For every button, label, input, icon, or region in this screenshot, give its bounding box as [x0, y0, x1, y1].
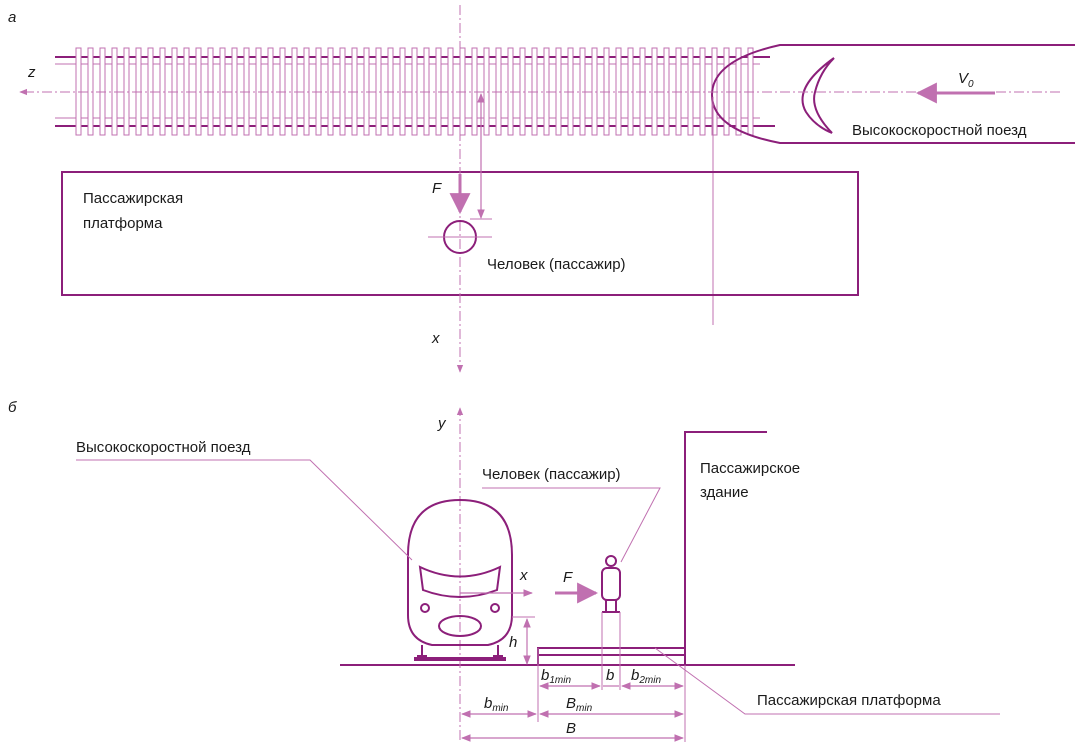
train-label-top: Высокоскоростной поезд: [852, 122, 1027, 139]
building-label-line1: Пассажирское: [700, 460, 800, 477]
train-label-side: Высокоскоростной поезд: [76, 439, 251, 456]
y-axis-label: y: [437, 415, 447, 432]
person-leader-line: [482, 487, 661, 563]
train-leader-line: [76, 459, 413, 561]
B-label: B: [566, 720, 576, 737]
x-axis-label-top: x: [431, 330, 440, 347]
b1min-label: b1min: [541, 667, 571, 686]
person-top-view: [428, 220, 492, 254]
b2min-label: b2min: [631, 667, 661, 686]
person-label-top: Человек (пассажир): [487, 256, 626, 273]
platform-label-line1: Пассажирская: [83, 190, 183, 207]
b-label: b: [606, 667, 614, 684]
z-axis-label: z: [27, 64, 36, 81]
extension-lines: [512, 612, 686, 742]
person-label-side: Человек (пассажир): [482, 466, 621, 483]
platform-side-view: [537, 647, 686, 666]
train-top-view: [710, 44, 1075, 144]
h-label: h: [509, 634, 517, 651]
panel-b-label: б: [8, 399, 17, 416]
bmin-label: bmin: [484, 695, 509, 714]
Bmin-label: Bmin: [566, 695, 593, 714]
passenger-building: [684, 431, 767, 665]
building-label-line2: здание: [700, 484, 749, 501]
force-label-top: F: [432, 180, 442, 197]
platform-label-line2: платформа: [83, 215, 163, 232]
force-label-side: F: [563, 569, 573, 586]
x-axis-label-side: x: [519, 567, 528, 584]
panel-a-label: а: [8, 9, 16, 26]
platform-label-side: Пассажирская платформа: [757, 692, 941, 709]
velocity-label: V0: [958, 70, 974, 90]
person-side-view: [601, 555, 621, 613]
train-side-view: [407, 498, 513, 661]
